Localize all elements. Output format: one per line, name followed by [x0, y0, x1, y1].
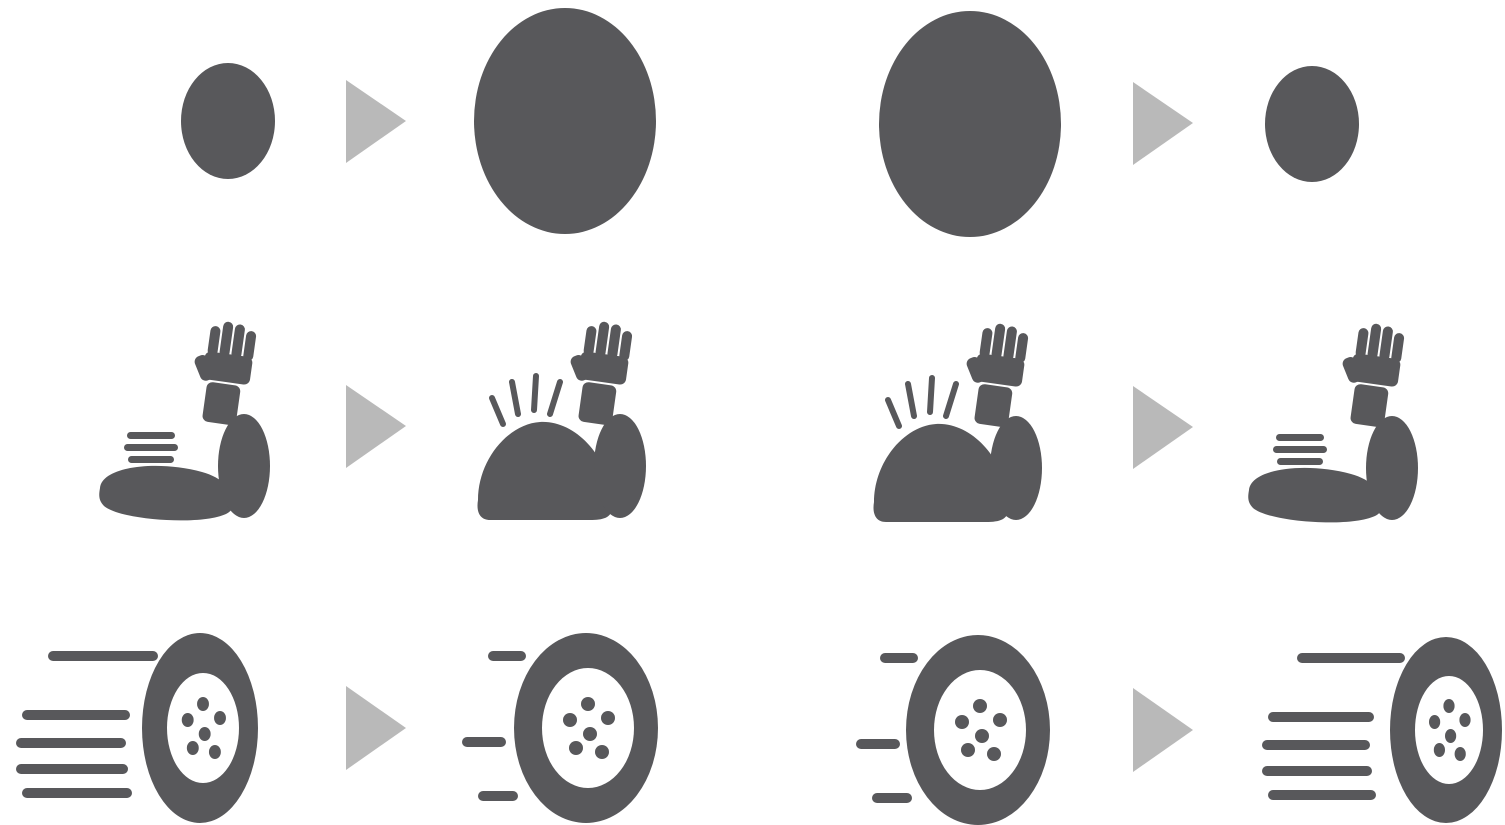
relaxed-arm-icon: [99, 318, 270, 521]
small-circle-icon: [181, 63, 275, 179]
arrow-right-icon: [346, 385, 406, 468]
fast-wheel-icon: [16, 633, 258, 823]
large-circle-icon: [474, 8, 656, 234]
slow-wheel-icon: [856, 635, 1050, 825]
right-row-3: [856, 635, 1502, 825]
arrow-right-icon: [346, 686, 406, 770]
arrow-right-icon: [1133, 82, 1193, 165]
large-circle-icon: [879, 11, 1061, 237]
left-row-1: [181, 8, 656, 234]
arrow-right-icon: [1133, 688, 1193, 772]
flexed-arm-icon: [874, 320, 1043, 522]
fast-wheel-icon: [1262, 637, 1502, 823]
flexed-arm-icon: [478, 318, 647, 520]
small-circle-icon: [1265, 66, 1359, 182]
left-row-2: [99, 318, 646, 521]
right-row-2: [874, 320, 1419, 523]
slow-wheel-icon: [462, 633, 658, 823]
relaxed-arm-icon: [1248, 320, 1418, 523]
left-row-3: [16, 633, 658, 823]
arrow-right-icon: [1133, 386, 1193, 469]
right-row-1: [879, 11, 1359, 237]
arrow-right-icon: [346, 80, 406, 163]
